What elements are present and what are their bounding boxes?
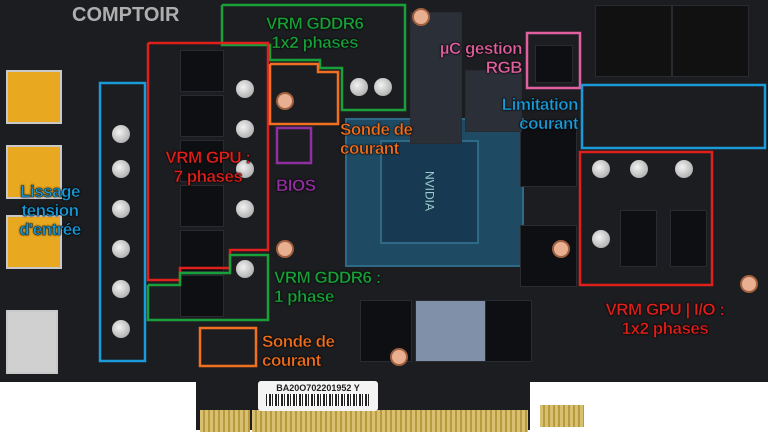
pcie-gold-fingers-long xyxy=(252,410,528,432)
displayport-1 xyxy=(6,70,62,124)
label-vrm-gpu: VRM GPU : 7 phases xyxy=(148,148,268,187)
capacitor xyxy=(630,160,648,178)
label-line: VRM GDDR6 : xyxy=(274,268,382,288)
choke xyxy=(180,140,224,182)
displayport-2 xyxy=(6,145,62,199)
label-line: Sonde de xyxy=(262,332,336,352)
label-lissage: Lissage tension d'entrée xyxy=(2,182,98,240)
choke xyxy=(180,50,224,92)
capacitor xyxy=(112,280,130,298)
memory-chip xyxy=(485,300,532,362)
label-line: VRM GPU : xyxy=(165,148,251,168)
capacitor xyxy=(592,230,610,248)
label-sonde-bottom: Sonde de courant xyxy=(262,332,336,371)
mounting-hole xyxy=(412,8,430,26)
mounting-hole xyxy=(390,348,408,366)
label-vrm-gddr6-bottom: VRM GDDR6 : 1 phase xyxy=(274,268,382,307)
label-line: Lissage xyxy=(20,182,81,202)
capacitor xyxy=(236,80,254,98)
capacitor xyxy=(236,200,254,218)
label-line: Limitation xyxy=(501,95,578,115)
capacitor xyxy=(236,260,254,278)
serial-number: BA20O702201952 Y xyxy=(276,383,360,393)
capacitor xyxy=(112,200,130,218)
label-line: 1x2 phases xyxy=(621,319,709,339)
pcie-gold-fingers-short xyxy=(200,410,250,432)
mounting-hole xyxy=(276,240,294,258)
pcie-key-tab xyxy=(540,405,584,427)
capacitor xyxy=(112,160,130,178)
label-uc-rgb: µC gestion RGB xyxy=(412,39,522,78)
rgb-microcontroller xyxy=(535,45,573,83)
barcode xyxy=(266,394,370,406)
box-vrm-gddr6-top xyxy=(220,3,407,112)
label-line: courant xyxy=(262,351,322,371)
mounting-hole xyxy=(276,92,294,110)
choke xyxy=(670,210,707,267)
label-line: courant xyxy=(519,114,579,134)
capacitor xyxy=(112,240,130,258)
box-sonde-top xyxy=(268,62,340,126)
box-bios xyxy=(275,126,313,165)
box-lissage xyxy=(98,81,147,363)
displayport-3 xyxy=(6,215,62,269)
power-connector-2 xyxy=(672,5,749,77)
memory-chip xyxy=(520,225,577,287)
label-line: 1 phase xyxy=(274,287,335,307)
memory-chip xyxy=(465,70,522,132)
label-line: d'entrée xyxy=(19,220,82,240)
thermal-pad xyxy=(415,300,487,362)
box-vrm-io xyxy=(578,150,714,287)
capacitor xyxy=(236,160,254,178)
choke xyxy=(180,185,224,227)
power-connector-1 xyxy=(595,5,672,77)
label-sonde-top: Sonde de courant xyxy=(340,120,414,159)
label-line: µC gestion xyxy=(439,39,522,59)
gpu-die: NVIDIA xyxy=(380,140,479,244)
label-limitation: Limitation courant xyxy=(470,95,579,134)
capacitor xyxy=(374,78,392,96)
hdmi-port xyxy=(6,310,58,374)
label-vrm-gddr6-top: VRM GDDR6 1x2 phases xyxy=(266,14,365,53)
box-vrm-gddr6-bottom xyxy=(146,253,270,322)
label-line: VRM GPU | I/O : xyxy=(605,300,725,320)
label-line: RGB xyxy=(485,58,522,78)
memory-chip xyxy=(410,12,462,144)
memory-chip xyxy=(520,125,577,187)
capacitor xyxy=(350,78,368,96)
label-line: courant xyxy=(340,139,400,159)
label-line: Sonde de xyxy=(340,120,414,140)
choke xyxy=(180,275,224,317)
serial-sticker: BA20O702201952 Y xyxy=(258,381,378,411)
label-line: 7 phases xyxy=(173,167,243,187)
mounting-hole xyxy=(552,240,570,258)
label-line: tension xyxy=(21,201,79,221)
capacitor xyxy=(112,125,130,143)
watermark-logo: COMPTOIR xyxy=(72,4,180,26)
label-line: BIOS xyxy=(276,176,317,196)
mounting-hole xyxy=(740,275,758,293)
label-vrm-io: VRM GPU | I/O : 1x2 phases xyxy=(565,300,765,339)
box-uc-rgb xyxy=(525,31,582,90)
label-bios: BIOS xyxy=(276,176,317,196)
choke xyxy=(180,230,224,272)
label-line: 1x2 phases xyxy=(271,33,359,53)
capacitor xyxy=(592,160,610,178)
box-sonde-bottom xyxy=(198,326,258,368)
capacitor xyxy=(236,120,254,138)
capacitor xyxy=(112,320,130,338)
capacitor xyxy=(675,160,693,178)
choke xyxy=(620,210,657,267)
label-line: VRM GDDR6 xyxy=(266,14,365,34)
box-limitation xyxy=(580,83,767,150)
choke xyxy=(180,95,224,137)
